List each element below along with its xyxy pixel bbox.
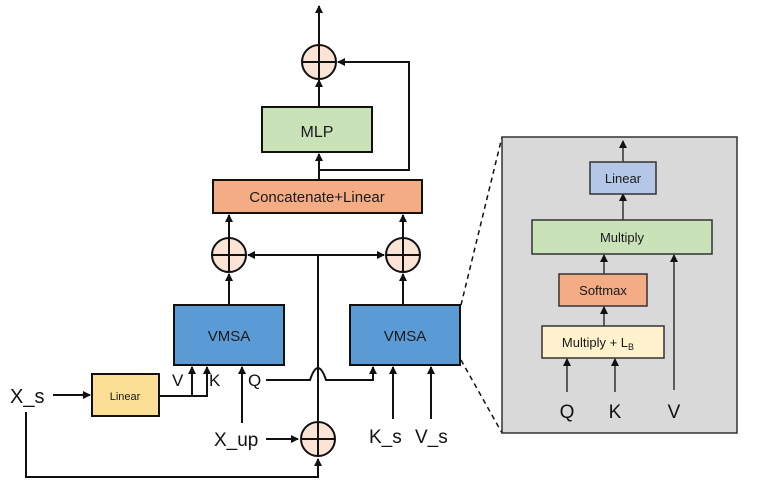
- vs-label: V_s: [415, 427, 448, 448]
- svg-text:Multiply + LB: Multiply + LB: [562, 335, 634, 352]
- xup-label: X_up: [214, 430, 258, 451]
- q-to-vmsa-right-line: [266, 366, 377, 381]
- left-adder: [211, 237, 247, 273]
- zoom-dash-bottom: [460, 359, 503, 434]
- detail-softmax-block: Softmax: [558, 273, 648, 307]
- vmsa-right-block: VMSA: [349, 304, 461, 366]
- detail-multiply-lb-label: Multiply + L: [562, 335, 628, 350]
- linear-input-label: Linear: [110, 391, 141, 403]
- mlp-label: MLP: [301, 124, 334, 141]
- zoom-dash-top: [460, 136, 503, 306]
- vmsa-right-label: VMSA: [384, 328, 427, 345]
- vmsa-left-label: VMSA: [208, 328, 251, 345]
- ks-label: K_s: [369, 427, 402, 448]
- vmsa-left-block: VMSA: [173, 304, 285, 366]
- top-adder: [301, 44, 337, 80]
- detail-v-label: V: [668, 402, 681, 423]
- detail-multiply-lb-subscript: B: [628, 342, 634, 352]
- linear-input-block: Linear: [91, 373, 160, 417]
- right-adder: [385, 237, 421, 273]
- concat-linear-block: Concatenate+Linear: [212, 179, 423, 214]
- bottom-adder: [300, 421, 336, 457]
- detail-linear-block: Linear: [589, 161, 657, 195]
- detail-multiply-lb-block: Multiply + LB: [541, 325, 665, 359]
- linear-to-vk-line: [159, 366, 211, 397]
- residual-skip-line: [319, 58, 410, 171]
- detail-multiply-block: Multiply: [531, 219, 713, 255]
- attention-detail-panel: Linear Multiply Softmax Multiply + LB Q …: [501, 136, 738, 434]
- xs-label: X_s: [10, 386, 44, 408]
- q-label: Q: [248, 371, 261, 390]
- detail-multiply-label: Multiply: [600, 230, 645, 245]
- detail-k-label: K: [609, 402, 622, 423]
- concat-linear-label: Concatenate+Linear: [249, 189, 385, 206]
- detail-softmax-label: Softmax: [579, 283, 627, 298]
- k-label: K: [209, 371, 221, 390]
- xs-loop-line: [25, 412, 322, 478]
- detail-linear-label: Linear: [605, 171, 642, 186]
- detail-q-label: Q: [560, 402, 575, 423]
- v-label: V: [172, 371, 184, 390]
- mlp-block: MLP: [261, 106, 373, 153]
